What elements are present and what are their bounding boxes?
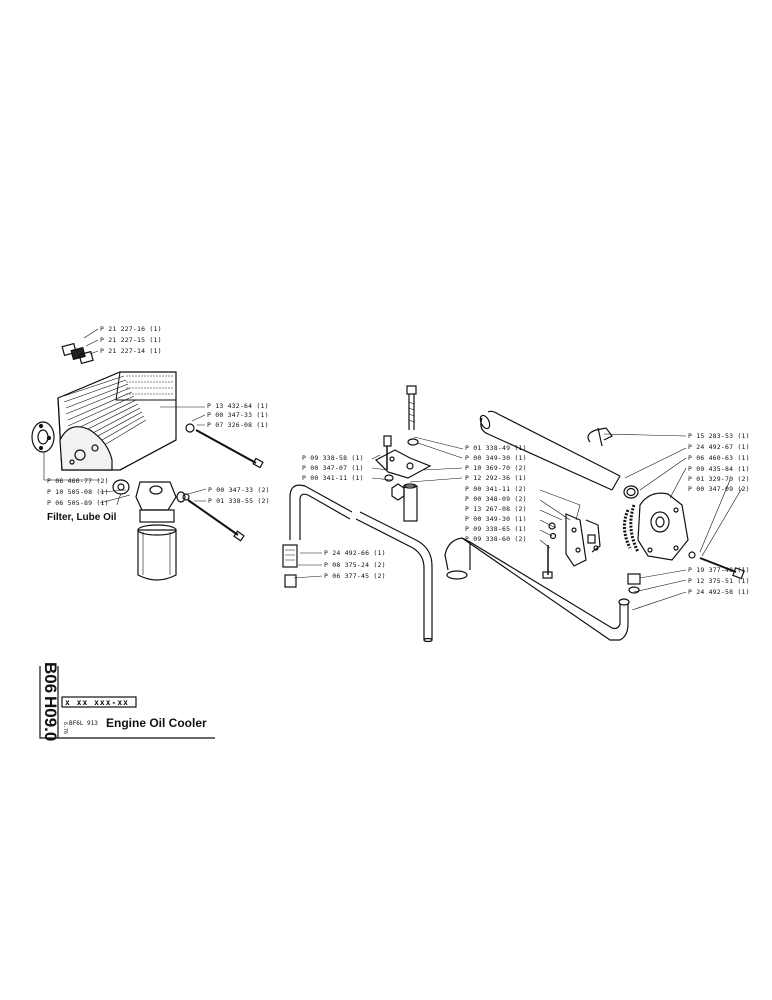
part-label: P 24 492-67 (1)	[688, 443, 750, 451]
part-label: P 21 227-15 (1)	[100, 336, 162, 344]
part-label: P 00 349-30 (1)	[465, 515, 527, 523]
part-label: P 06 377-45 (2)	[324, 572, 386, 580]
part-label: P 12 292-36 (1)	[465, 474, 527, 482]
engine-model: BF6L 913	[69, 720, 98, 727]
section-code-primary: B06	[41, 662, 60, 694]
part-label: P 09 338-65 (1)	[465, 525, 527, 533]
part-label: P 24 492-58 (1)	[688, 588, 750, 596]
part-label: P 09 338-60 (2)	[465, 535, 527, 543]
part-label: P 01 338-55 (2)	[208, 497, 270, 505]
part-label: P 00 347-09 (2)	[688, 485, 750, 493]
filter-bolt	[182, 493, 245, 542]
part-label: P 10 505-08 (1)	[47, 488, 109, 496]
part-label: P 00 349-30 (1)	[465, 454, 527, 462]
part-label: P 19 377-48 (1)	[688, 566, 750, 574]
part-label: P 06 505-89 (1)	[47, 499, 109, 507]
part-label: P 01 329-70 (2)	[688, 475, 750, 483]
title-block-frame	[39, 666, 215, 739]
part-label: P 09 338-58 (1)	[302, 454, 364, 462]
brackets	[542, 513, 601, 579]
clamp-assembly	[374, 385, 432, 522]
hose-clip	[587, 427, 613, 447]
part-label: P 00 341-11 (2)	[465, 485, 527, 493]
part-label: P 06 460-77 (2)	[47, 477, 109, 485]
sheet-reference: 6.76	[62, 722, 68, 735]
part-label: P 00 347-33 (2)	[208, 486, 270, 494]
part-label: P 07 326-08 (1)	[207, 421, 269, 429]
oil-pump-housing	[623, 492, 745, 580]
placeholder-part-code: x xx xxx-xx	[65, 698, 129, 707]
oil-filter	[112, 479, 186, 581]
long-bolt	[185, 423, 264, 469]
gasket-ring	[31, 421, 55, 453]
part-label: P 09 435-84 (1)	[688, 465, 750, 473]
part-label: P 06 460-63 (1)	[688, 454, 750, 462]
bent-pipe-center	[355, 511, 433, 643]
return-pipe	[444, 537, 641, 641]
diagram-title: Engine Oil Cooler	[106, 716, 207, 730]
part-label: P 01 338-49 (1)	[465, 444, 527, 452]
leader-lines	[43, 328, 743, 611]
part-label: P 00 347-07 (1)	[302, 464, 364, 472]
seal-plates	[61, 342, 94, 365]
part-label: P 00 341-11 (1)	[302, 474, 364, 482]
part-label: P 00 348-09 (2)	[465, 495, 527, 503]
section-code-secondary: H09.0	[41, 696, 60, 742]
part-label: P 10 369-70 (2)	[465, 464, 527, 472]
part-label: P 21 227-16 (1)	[100, 325, 162, 333]
filter-caption: Filter, Lube Oil	[47, 512, 117, 523]
part-label: P 15 283-53 (1)	[688, 432, 750, 440]
oil-cooler-core	[57, 371, 177, 471]
long-hose	[479, 410, 621, 491]
o-ring	[623, 485, 639, 499]
part-label: P 08 375-24 (2)	[324, 561, 386, 569]
bent-pipe-left	[282, 484, 353, 588]
part-label: P 24 492-66 (1)	[324, 549, 386, 557]
part-label: P 21 227-14 (1)	[100, 347, 162, 355]
part-label: P 13 267-08 (2)	[465, 505, 527, 513]
part-label: P 13 432-64 (1)	[207, 402, 269, 410]
part-label: P 00 347-33 (1)	[207, 411, 269, 419]
part-label: P 12 375-51 (1)	[688, 577, 750, 585]
